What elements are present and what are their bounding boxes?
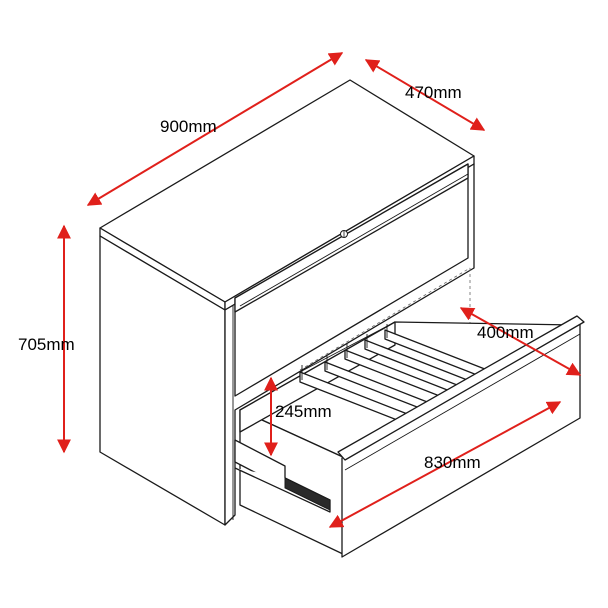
width-label: 900mm [160,117,217,136]
dimension-labels: 900mm 470mm 705mm 400mm 245mm 830mm [18,83,534,472]
width-arrow [86,52,344,206]
lock-icon [340,230,348,238]
depth-arrow [364,59,486,131]
drawer-depth-label: 830mm [424,453,481,472]
drawer-depth-arrow [328,401,562,528]
drawer-back-wall [239,321,396,433]
depth-label: 470mm [405,83,462,102]
dimension-arrows [57,52,582,528]
drawer-width-label: 400mm [477,323,534,342]
top-drawer [234,163,469,397]
height-label: 705mm [18,335,75,354]
drawer-width-arrow [459,307,582,376]
drawer-height-label: 245mm [275,402,332,421]
